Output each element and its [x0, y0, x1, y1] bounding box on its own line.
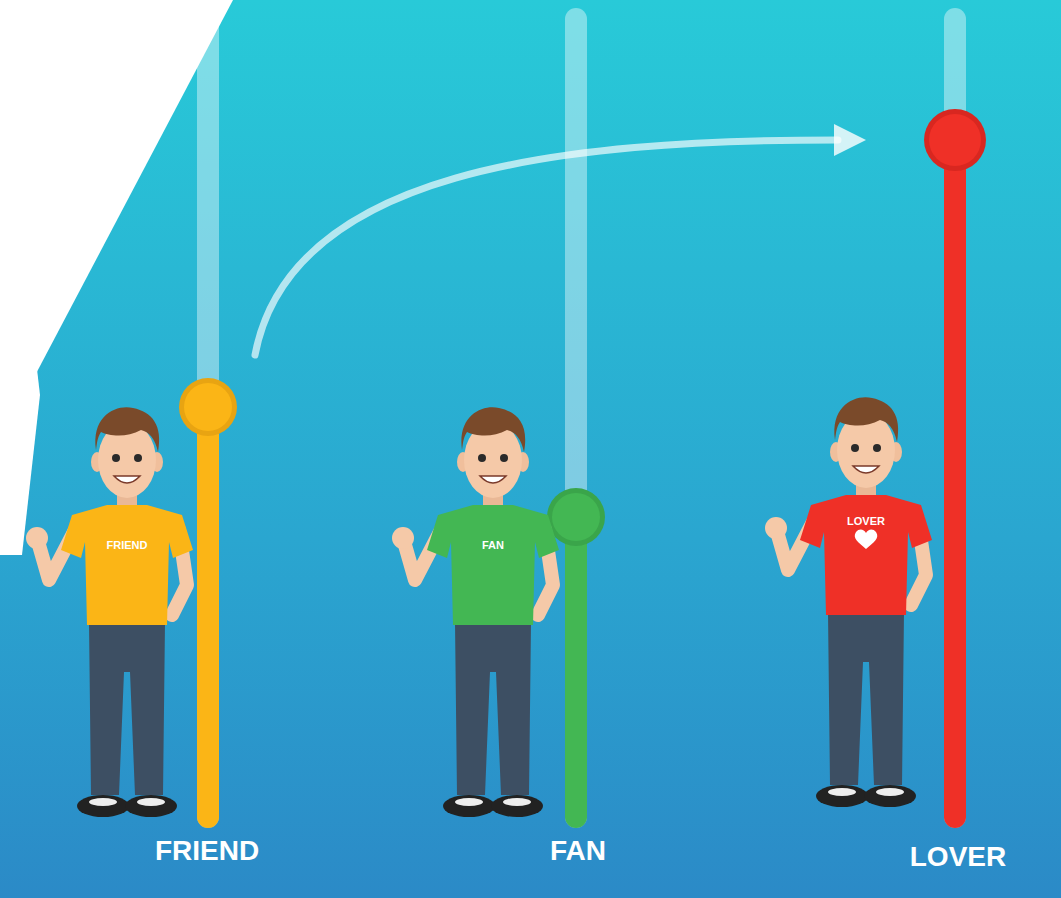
slider-fill — [197, 405, 219, 828]
slider-knob — [924, 109, 986, 171]
slider-label: FAN — [550, 835, 606, 867]
person-friend — [26, 407, 193, 817]
heart-symbol — [855, 529, 878, 549]
slider-knob — [179, 378, 237, 436]
arrow-head — [834, 124, 866, 156]
person-fan — [392, 407, 559, 817]
progress-arrow — [255, 140, 838, 355]
slider-fill — [565, 515, 587, 828]
slider-label: FRIEND — [155, 835, 259, 867]
shirt-text: FAN — [482, 539, 504, 551]
white-panel — [0, 205, 40, 555]
slider-track — [565, 8, 587, 828]
shirt-text: FRIEND — [107, 539, 148, 551]
person-lover — [765, 397, 932, 807]
slider-fill — [944, 140, 966, 828]
slider-label: LOVER — [910, 841, 1006, 873]
shirt-text: LOVER — [847, 515, 885, 527]
slider-knob — [547, 488, 605, 546]
